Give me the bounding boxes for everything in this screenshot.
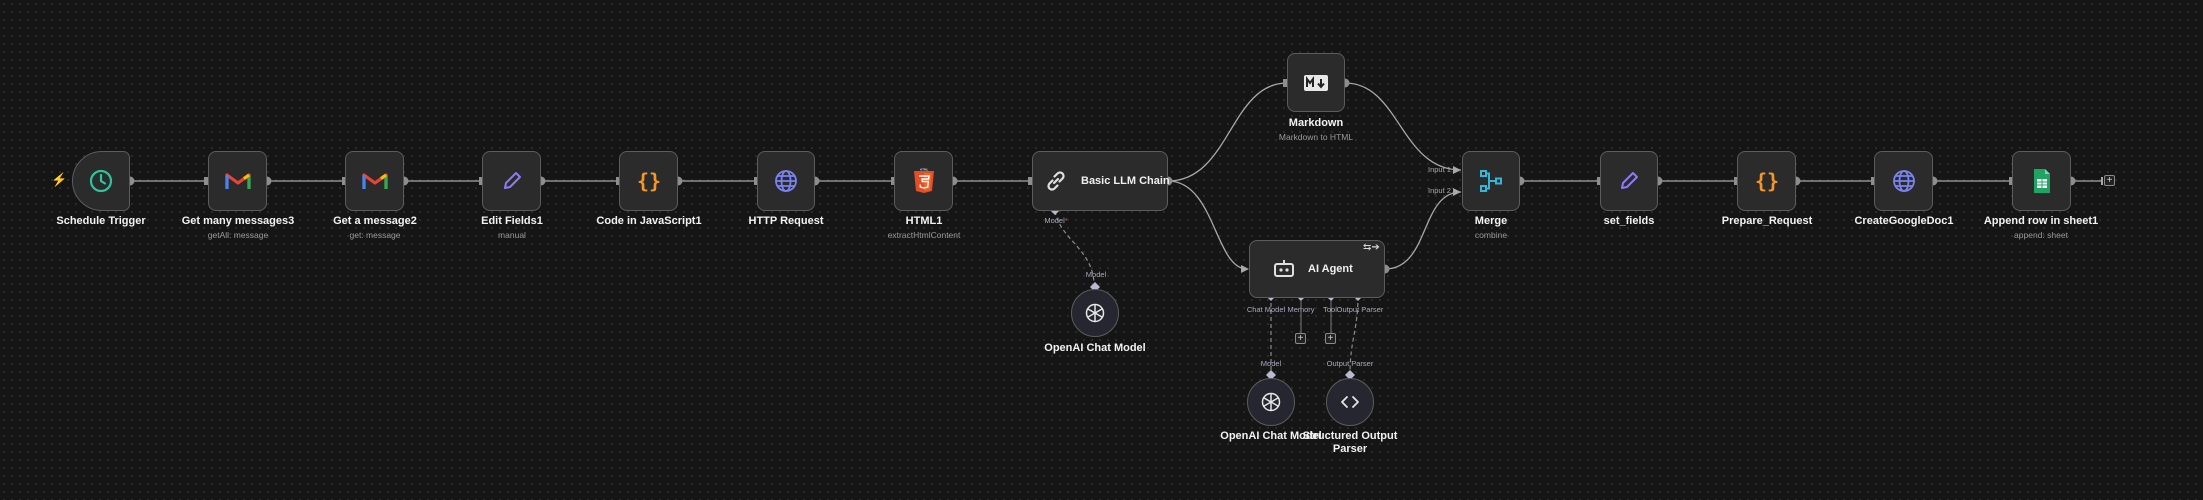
- node-basic-llm-chain[interactable]: Basic LLM Chain: [1032, 151, 1170, 211]
- agent-options-icon: ⇆➔: [1363, 242, 1380, 253]
- link-icon: [1043, 168, 1069, 194]
- node-set-fields[interactable]: [1600, 151, 1658, 211]
- markdown-icon: [1303, 74, 1329, 92]
- connection: [1167, 180, 1248, 270]
- node-code-in-javascript1[interactable]: {}: [619, 151, 678, 211]
- clock-icon: [88, 168, 114, 194]
- node-label: Schedule Trigger: [56, 215, 146, 227]
- node-label: OpenAI Chat Model: [1220, 430, 1322, 442]
- node-get-a-message2[interactable]: [345, 151, 404, 211]
- openai-icon: [1084, 302, 1106, 324]
- node-schedule-trigger[interactable]: [72, 151, 130, 211]
- node-markdown[interactable]: [1287, 53, 1345, 112]
- openai-icon: [1260, 391, 1282, 413]
- node-subtitle: get: message: [349, 230, 401, 240]
- port-label-tool: Tool: [1323, 305, 1337, 314]
- port-label-memory: Memory: [1287, 305, 1315, 314]
- node-prepare-request[interactable]: {}: [1737, 151, 1796, 211]
- node-ai-agent[interactable]: AI Agent: [1249, 240, 1385, 298]
- node-edit-fields1[interactable]: [482, 151, 541, 211]
- merge-icon: [1478, 168, 1504, 194]
- node-label: OpenAI Chat Model: [1044, 342, 1146, 354]
- node-append-row-in-sheet1[interactable]: [2012, 151, 2071, 211]
- node-merge[interactable]: [1462, 151, 1520, 211]
- node-label: Append row in sheet1: [1983, 215, 2099, 227]
- gmail-icon: [361, 171, 388, 191]
- port-label-output-parser: Output Parser: [1326, 359, 1374, 368]
- node-label: Basic LLM Chain: [1081, 175, 1170, 187]
- connection: [1344, 82, 1462, 171]
- node-create-google-doc1[interactable]: [1874, 151, 1933, 211]
- svg-text:{}: {}: [636, 169, 660, 193]
- gmail-icon: [224, 171, 251, 191]
- port-label-chat-model: Chat Model: [1246, 305, 1286, 314]
- node-subtitle: extractHtmlContent: [887, 230, 961, 240]
- code-brackets-icon: [1339, 391, 1361, 413]
- svg-text:HTML: HTML: [919, 168, 928, 172]
- node-html1[interactable]: HTML: [894, 151, 953, 211]
- node-label: Structured Output Parser: [1302, 430, 1398, 455]
- node-openai-chat-model-2[interactable]: [1247, 378, 1295, 426]
- add-tool-button[interactable]: +: [1325, 333, 1336, 344]
- globe-icon: [773, 168, 799, 194]
- node-label: Get many messages3: [181, 215, 295, 227]
- connection: [1384, 191, 1462, 270]
- node-subtitle: append: sheet: [2014, 230, 2068, 240]
- node-structured-output-parser[interactable]: [1326, 378, 1374, 426]
- pencil-icon: [500, 169, 524, 193]
- connection: [1167, 82, 1288, 182]
- node-http-request[interactable]: [757, 151, 815, 211]
- code-braces-icon: {}: [636, 169, 662, 193]
- node-label: Prepare_Request: [1721, 215, 1813, 227]
- add-memory-button[interactable]: +: [1295, 333, 1306, 344]
- node-label: AI Agent: [1308, 263, 1353, 275]
- node-label: Markdown: [1288, 117, 1344, 129]
- input-label-2: Input 2: [1428, 186, 1451, 195]
- node-label: HTTP Request: [748, 215, 824, 227]
- node-label: set_fields: [1603, 215, 1655, 227]
- node-subtitle: getAll: message: [207, 230, 269, 240]
- globe-icon: [1891, 168, 1917, 194]
- add-node-button[interactable]: +: [2104, 175, 2115, 186]
- port-label-model: Model: [1260, 359, 1282, 368]
- port-label-model: Model: [1085, 270, 1107, 279]
- robot-icon: [1272, 257, 1296, 281]
- ai-connection: [1349, 295, 1359, 375]
- node-label: Merge: [1474, 215, 1508, 227]
- port-label-model: Model: [1044, 216, 1067, 225]
- svg-text:{}: {}: [1754, 169, 1778, 193]
- node-label: CreateGoogleDoc1: [1854, 215, 1954, 227]
- node-get-many-messages3[interactable]: [208, 151, 267, 211]
- google-sheets-icon: [2032, 168, 2052, 194]
- node-label: HTML1: [905, 215, 943, 227]
- node-label: Get a message2: [333, 215, 417, 227]
- pencil-icon: [1617, 169, 1641, 193]
- node-label: Edit Fields1: [481, 215, 543, 227]
- code-braces-icon: {}: [1754, 169, 1780, 193]
- node-label: Code in JavaScript1: [596, 215, 702, 227]
- trigger-bolt-icon: ⚡: [51, 172, 68, 187]
- input-label-1: Input 1: [1428, 165, 1451, 174]
- node-subtitle: Markdown to HTML: [1278, 132, 1354, 142]
- port-label-output-parser: Output Parser: [1336, 305, 1384, 314]
- node-subtitle: manual: [498, 230, 526, 240]
- node-openai-chat-model[interactable]: [1071, 289, 1119, 337]
- node-subtitle: combine: [1474, 230, 1508, 240]
- html5-icon: HTML: [913, 168, 935, 194]
